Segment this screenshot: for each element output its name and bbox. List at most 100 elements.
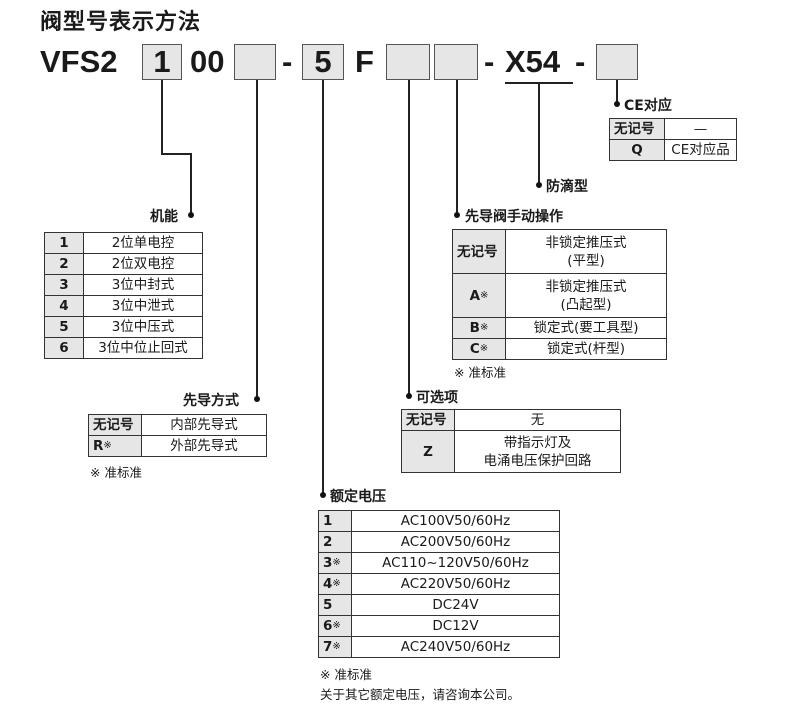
option-key: 无记号: [401, 409, 455, 431]
table-row: 无记号 非锁定推压式(平型): [452, 229, 667, 274]
option-value: 无: [454, 409, 621, 431]
function-value: 3位中封式: [83, 274, 203, 296]
table-row: 6※DC12V: [318, 615, 560, 637]
pilot-table: 无记号 内部先导式 R※ 外部先导式: [88, 414, 267, 457]
ce-table: 无记号 — Q CE对应品: [609, 118, 737, 161]
manual-key: C※: [452, 338, 506, 360]
pilot-note: ※ 准标准: [90, 465, 142, 480]
option-table: 无记号 无 Z 带指示灯及电涌电压保护回路: [401, 409, 621, 473]
table-row: Z 带指示灯及电涌电压保护回路: [401, 430, 621, 473]
connector-dot: [320, 492, 326, 498]
voltage-key: 5: [318, 594, 352, 616]
function-value: 2位双电控: [83, 253, 203, 275]
ce-value: —: [664, 118, 737, 140]
function-value: 2位单电控: [83, 232, 203, 254]
code-x54: X54: [505, 44, 561, 79]
code-dash-3: -: [575, 44, 586, 79]
option-key: Z: [401, 430, 455, 473]
manual-key: B※: [452, 317, 506, 339]
connector-dot: [254, 396, 260, 402]
manual-key: A※: [452, 273, 506, 318]
function-key: 4: [44, 295, 84, 317]
code-box-voltage: 5: [302, 44, 344, 80]
connector-dot: [614, 101, 620, 107]
table-row: A※ 非锁定推压式(凸起型): [452, 273, 667, 318]
function-key: 2: [44, 253, 84, 275]
table-row: 无记号 无: [401, 409, 621, 431]
voltage-key: 4※: [318, 573, 352, 595]
voltage-value: AC200V50/60Hz: [351, 531, 560, 553]
voltage-key: 1: [318, 510, 352, 532]
pilot-value: 外部先导式: [141, 435, 267, 457]
code-dash-1: -: [282, 44, 293, 79]
manual-label: 先导阀手动操作: [465, 209, 563, 225]
voltage-key: 7※: [318, 636, 352, 658]
voltage-value: AC220V50/60Hz: [351, 573, 560, 595]
connector-dot: [406, 393, 412, 399]
option-label: 可选项: [416, 390, 458, 406]
function-key: 3: [44, 274, 84, 296]
manual-table: 无记号 非锁定推压式(平型) A※ 非锁定推压式(凸起型) B※ 锁定式(要工具…: [452, 229, 667, 360]
connector-pilot: [256, 80, 258, 400]
manual-value: 锁定式(要工具型): [505, 317, 667, 339]
table-row: 7※AC240V50/60Hz: [318, 636, 560, 658]
code-box-pilot: [234, 44, 276, 80]
function-value: 3位中泄式: [83, 295, 203, 317]
pilot-label: 先导方式: [183, 393, 239, 409]
code-box-manual: [434, 44, 478, 80]
table-row: R※ 外部先导式: [88, 435, 267, 457]
connector-dot: [536, 182, 542, 188]
connector-dot: [188, 212, 194, 218]
voltage-note: ※ 准标准: [320, 667, 372, 682]
table-row: Q CE对应品: [609, 139, 737, 161]
connector-drip: [538, 82, 540, 185]
voltage-value: AC240V50/60Hz: [351, 636, 560, 658]
ce-label: CE对应: [624, 98, 672, 114]
option-value: 带指示灯及电涌电压保护回路: [454, 430, 621, 473]
voltage-note-other: 关于其它额定电压，请咨询本公司。: [320, 687, 521, 702]
manual-note: ※ 准标准: [454, 365, 506, 380]
manual-value: 非锁定推压式(平型): [505, 229, 667, 274]
code-box-option: [386, 44, 430, 80]
drip-label: 防滴型: [546, 179, 588, 195]
pilot-value: 内部先导式: [141, 414, 267, 436]
code-prefix: VFS2: [40, 44, 118, 79]
ce-key: 无记号: [609, 118, 665, 140]
table-row: 无记号 —: [609, 118, 737, 140]
manual-value: 非锁定推压式(凸起型): [505, 273, 667, 318]
function-key: 1: [44, 232, 84, 254]
table-row: 3※AC110~120V50/60Hz: [318, 552, 560, 574]
pilot-key: 无记号: [88, 414, 142, 436]
code-mid: 00: [190, 44, 225, 79]
function-key: 5: [44, 316, 84, 338]
voltage-value: AC100V50/60Hz: [351, 510, 560, 532]
code-box-function: 1: [142, 44, 182, 80]
function-value: 3位中位止回式: [83, 337, 203, 359]
connector-option: [408, 80, 410, 396]
table-row: B※ 锁定式(要工具型): [452, 317, 667, 339]
manual-value: 锁定式(杆型): [505, 338, 667, 360]
voltage-key: 2: [318, 531, 352, 553]
function-value: 3位中压式: [83, 316, 203, 338]
function-key: 6: [44, 337, 84, 359]
ce-key: Q: [609, 139, 665, 161]
manual-key: 无记号: [452, 229, 506, 274]
table-row: 无记号 内部先导式: [88, 414, 267, 436]
code-box-ce: [596, 44, 638, 80]
page-title: 阀型号表示方法: [40, 10, 202, 35]
connector-ce: [616, 80, 618, 105]
connector-function-1: [161, 80, 163, 154]
connector-manual: [456, 80, 458, 216]
voltage-label: 额定电压: [330, 489, 386, 505]
connector-dot: [454, 212, 460, 218]
ce-value: CE对应品: [664, 139, 737, 161]
voltage-value: DC12V: [351, 615, 560, 637]
connector-function-3: [190, 153, 192, 215]
